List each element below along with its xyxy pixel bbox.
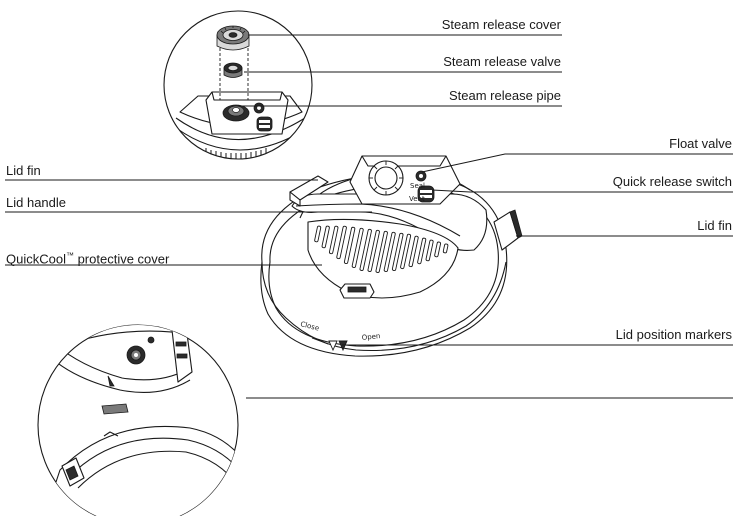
quickcool-brand: QuickCool (6, 251, 66, 267)
label-quickcool-cover: QuickCool™ protective cover (6, 248, 169, 267)
steam-release-detail-circle (163, 10, 313, 160)
quickcool-cover-shape (307, 218, 459, 299)
quick-release-switch-shape (417, 185, 435, 203)
leader-float-valve (421, 153, 733, 173)
leader-quick-release-switch (431, 189, 733, 193)
open-marking: Open (361, 332, 380, 342)
steam-release-cover-part (216, 25, 250, 51)
svg-text:Vent: Vent (409, 195, 425, 203)
label-lid-position-markers: Lid position markers (615, 327, 732, 342)
lid-fin-left-shape (289, 175, 329, 207)
leader-lines (5, 34, 733, 399)
valve-housing: Seal Vent (349, 155, 461, 205)
label-lid-fin-left: Lid fin (6, 163, 41, 178)
label-float-valve: Float valve (669, 136, 732, 151)
label-lid-handle: Lid handle (6, 195, 66, 210)
label-steam-release-pipe: Steam release pipe (448, 88, 561, 103)
label-steam-release-cover: Steam release cover (441, 17, 561, 32)
label-lid-fin-right: Lid fin (697, 218, 732, 233)
label-quick-release-switch: Quick release switch (612, 174, 732, 189)
trademark-symbol: ™ (65, 251, 74, 260)
label-steam-release-valve: Steam release valve (443, 54, 561, 69)
steam-release-valve-part (223, 62, 243, 78)
lid-closing-detail-circle (37, 324, 239, 516)
pressure-lid: Seal Vent (260, 155, 523, 357)
svg-text:Seal: Seal (410, 182, 425, 190)
quickcool-rest: protective cover (73, 251, 170, 267)
